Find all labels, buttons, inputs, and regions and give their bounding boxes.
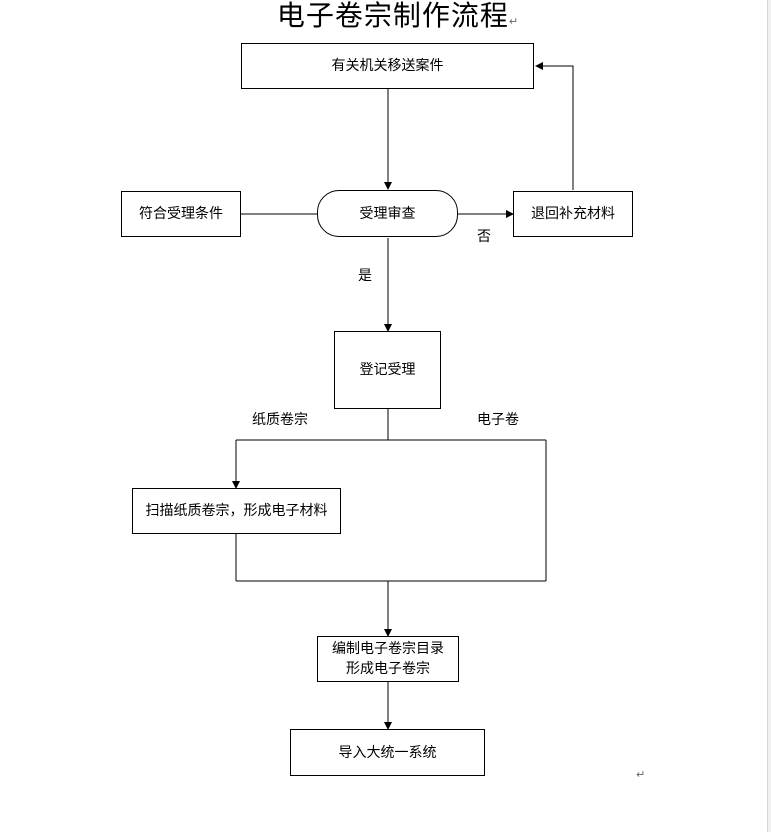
node-transfer-case-label: 有关机关移送案件 <box>331 58 444 74</box>
node-compile-catalog: 编制电子卷宗目录 形成电子卷宗 <box>317 636 459 682</box>
page-edge <box>767 0 771 832</box>
node-scan-paper: 扫描纸质卷宗，形成电子材料 <box>132 488 341 534</box>
title-text: 电子卷宗制作流程 <box>276 0 509 32</box>
paragraph-mark-icon: ↵ <box>508 15 520 28</box>
node-import-system: 导入大统一系统 <box>290 729 485 776</box>
label-yes: 是 <box>358 268 372 284</box>
node-compile-catalog-line2: 形成电子卷宗 <box>346 661 430 677</box>
label-paper-dossier: 纸质卷宗 <box>252 412 308 428</box>
node-compile-catalog-line1: 编制电子卷宗目录 <box>332 641 444 657</box>
connector-return-to-transfer <box>535 62 574 190</box>
node-meets-conditions-label: 符合受理条件 <box>139 206 223 222</box>
node-meets-conditions: 符合受理条件 <box>121 191 241 237</box>
node-return-materials-label: 退回补充材料 <box>531 206 615 222</box>
node-acceptance-review-label: 受理审查 <box>359 205 416 222</box>
node-return-materials: 退回补充材料 <box>513 191 633 237</box>
node-import-system-label: 导入大统一系统 <box>338 744 437 761</box>
node-register: 登记受理 <box>334 331 441 409</box>
node-scan-paper-label: 扫描纸质卷宗，形成电子材料 <box>145 503 328 519</box>
label-electronic-dossier: 电子卷 <box>477 412 519 428</box>
node-register-label: 登记受理 <box>359 362 416 378</box>
label-no: 否 <box>477 229 491 245</box>
node-transfer-case: 有关机关移送案件 <box>241 43 534 89</box>
end-paragraph-mark-icon: ↵ <box>636 768 646 781</box>
page-title: 电子卷宗制作流程↵ <box>0 0 771 38</box>
node-acceptance-review: 受理审查 <box>317 190 458 237</box>
